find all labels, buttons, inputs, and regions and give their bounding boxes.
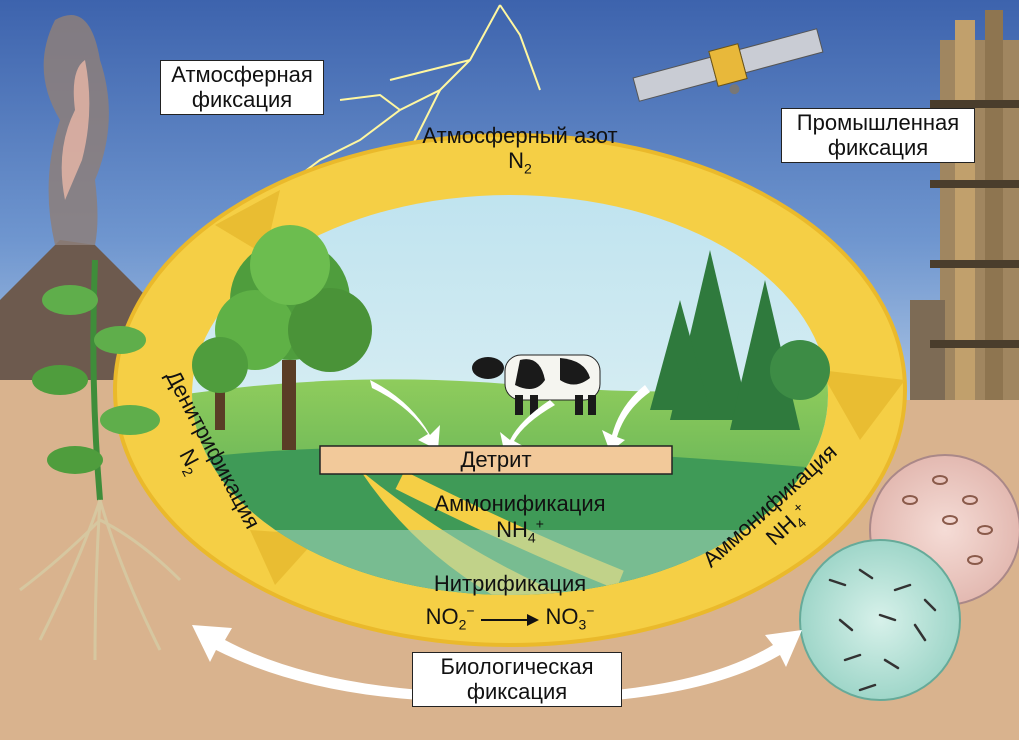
atmospheric-nitrogen-label: Атмосферный азот N2 <box>390 124 650 177</box>
n2-formula-top: N2 <box>508 148 532 173</box>
nitrification-label: Нитрификация <box>400 572 620 597</box>
no3-formula: NO3− <box>545 604 594 629</box>
nh4-formula-center: NH4+ <box>496 517 544 542</box>
ammonification-center-label: Аммонификация NH4+ <box>400 492 640 546</box>
reaction-arrow-icon <box>479 613 541 627</box>
no2-formula: NO2− <box>426 604 475 629</box>
nitrite-to-nitrate-formula: NO2− NO3− <box>400 604 620 633</box>
detritus-label: Детрит <box>320 448 672 473</box>
